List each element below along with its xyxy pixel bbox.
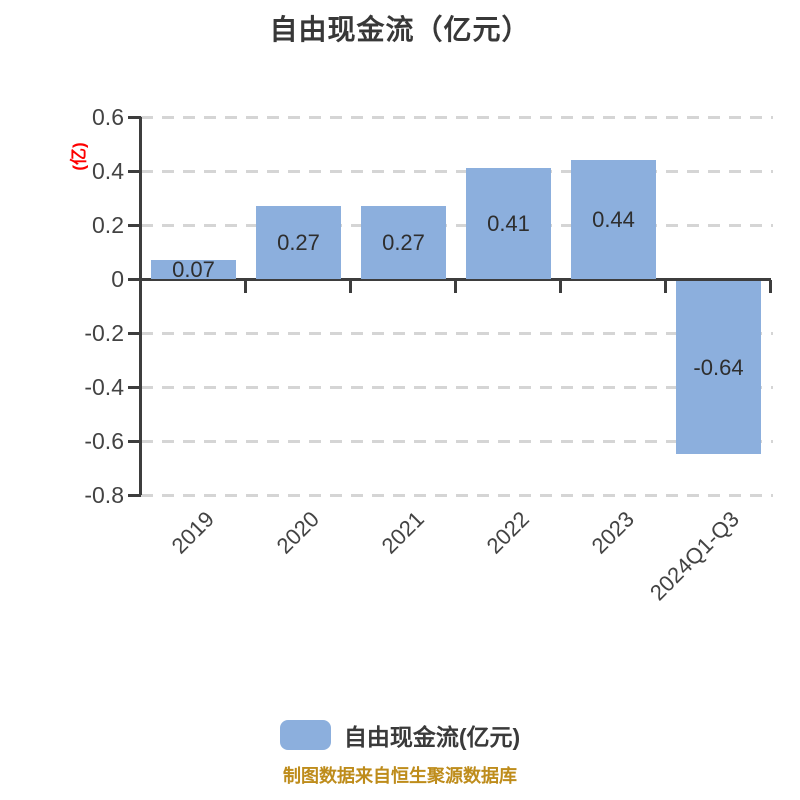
y-tick-label: -0.8 bbox=[84, 482, 124, 508]
x-axis-category-tick bbox=[244, 280, 247, 293]
gridline bbox=[141, 224, 773, 227]
gridline bbox=[141, 332, 773, 335]
legend-label: 自由现金流(亿元) bbox=[343, 724, 521, 750]
x-axis-category-tick bbox=[559, 280, 562, 293]
bar[interactable]: 0.27 bbox=[256, 206, 341, 279]
gridline bbox=[141, 494, 773, 497]
x-tick-label: 2023 bbox=[586, 506, 639, 559]
x-tick-label: 2019 bbox=[166, 506, 219, 559]
bar[interactable]: 0.41 bbox=[466, 168, 551, 279]
bar[interactable]: 0.27 bbox=[361, 206, 446, 279]
bar-value-label: 0.27 bbox=[382, 229, 425, 255]
bar-value-label: 0.44 bbox=[592, 206, 635, 232]
bar[interactable]: 0.07 bbox=[151, 257, 236, 282]
chart-title: 自由现金流（亿元） bbox=[269, 14, 531, 45]
bar-value-label: 0.41 bbox=[487, 210, 530, 236]
y-axis-tick bbox=[128, 494, 141, 497]
y-axis-tick bbox=[128, 170, 141, 173]
x-tick-label: 2022 bbox=[481, 506, 534, 559]
y-tick-label: 0 bbox=[111, 266, 124, 292]
x-axis-category-tick bbox=[664, 280, 667, 293]
gridline bbox=[141, 170, 773, 173]
y-axis-tick bbox=[128, 386, 141, 389]
y-tick-label: -0.6 bbox=[84, 428, 124, 454]
bar-value-label: 0.07 bbox=[172, 256, 215, 282]
x-tick-label: 2021 bbox=[376, 506, 429, 559]
gridline bbox=[141, 440, 773, 443]
y-axis-tick bbox=[128, 332, 141, 335]
y-axis-line bbox=[139, 117, 142, 495]
bar-value-label: 0.27 bbox=[277, 229, 320, 255]
y-axis-tick bbox=[128, 224, 141, 227]
y-axis-tick bbox=[128, 440, 141, 443]
y-axis-tick bbox=[128, 278, 141, 281]
x-axis-category-tick bbox=[349, 280, 352, 293]
source-note: 制图数据来自恒生聚源数据库 bbox=[283, 766, 517, 786]
x-axis-zero-line bbox=[141, 278, 771, 281]
y-tick-label: 0.4 bbox=[92, 158, 124, 184]
y-tick-label: 0.2 bbox=[92, 212, 124, 238]
legend-swatch bbox=[279, 720, 331, 750]
x-tick-label: 2020 bbox=[271, 506, 324, 559]
bar[interactable]: -0.64 bbox=[676, 281, 761, 454]
y-tick-label: -0.2 bbox=[84, 320, 124, 346]
x-axis-category-tick bbox=[454, 280, 457, 293]
y-tick-label: 0.6 bbox=[92, 104, 124, 130]
y-tick-label: -0.4 bbox=[84, 374, 124, 400]
x-tick-label: 2024Q1-Q3 bbox=[644, 506, 744, 606]
bar[interactable]: 0.44 bbox=[571, 160, 656, 279]
legend-item[interactable]: 自由现金流(亿元) bbox=[0, 718, 800, 752]
bar-value-label: -0.64 bbox=[693, 354, 744, 380]
x-axis-category-tick bbox=[769, 280, 772, 293]
gridline bbox=[141, 116, 773, 119]
gridline bbox=[141, 386, 773, 389]
y-axis-tick bbox=[128, 116, 141, 119]
